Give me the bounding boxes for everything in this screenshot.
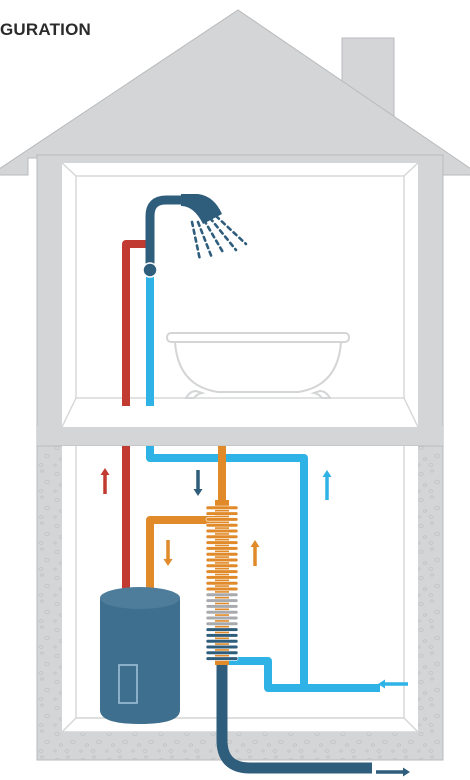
room-perspective xyxy=(61,162,419,428)
flow-arrows xyxy=(100,468,410,777)
drain-outlet-arrow-icon xyxy=(376,767,410,777)
shower-riser xyxy=(145,195,181,270)
hot-up-arrow-icon xyxy=(100,468,110,494)
drain-heat-exchanger-coil-icon xyxy=(205,500,239,665)
water-heater-icon xyxy=(100,587,180,724)
drain-down-arrow-icon xyxy=(193,470,203,496)
title: GURATION xyxy=(0,20,91,39)
bathtub-icon xyxy=(166,332,350,399)
preheated-water-line xyxy=(146,516,222,600)
drain-pipe-lower xyxy=(216,662,372,774)
cold-inlet-arrow-icon xyxy=(378,679,408,689)
warm-up-arrow-icon xyxy=(250,540,260,566)
cold-up-arrow-icon xyxy=(322,470,332,500)
basement-perspective xyxy=(61,446,419,733)
hot-water-line xyxy=(122,240,150,406)
floor-slab xyxy=(37,426,443,446)
shower-mixing-valve xyxy=(142,262,158,278)
warm-down-arrow-icon xyxy=(163,540,173,566)
shower-head-icon xyxy=(181,194,248,262)
